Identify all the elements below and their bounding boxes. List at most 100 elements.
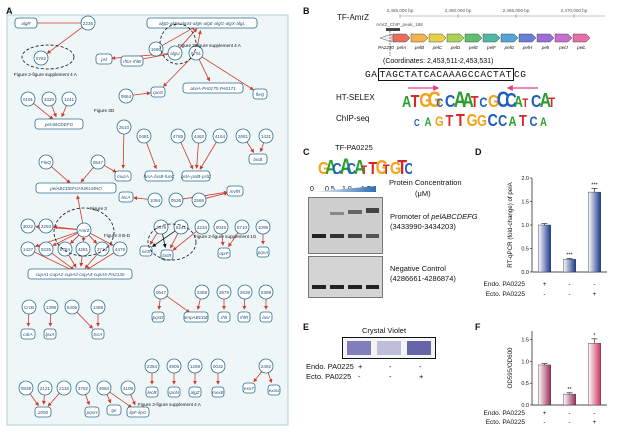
crystal-violet-wells	[342, 337, 436, 359]
row1-label: Endo. PA0225	[484, 410, 526, 417]
node-label: tssA	[94, 332, 103, 337]
neg-label: Negative Control	[390, 264, 446, 273]
node-label: 2235	[83, 21, 94, 26]
gene-label: pelE	[468, 45, 479, 50]
node-n1241: 1241	[62, 92, 76, 106]
row2-sign: -	[568, 419, 570, 426]
gene-arrow	[501, 34, 518, 42]
protein-conc-unit: (μM)	[415, 189, 431, 198]
ht-selex-label: HT-SELEX	[336, 93, 375, 102]
node-lasB2: mvfR	[227, 186, 243, 196]
y-tick-label: 1.0	[521, 359, 529, 365]
node-pqs: pqsA	[257, 247, 269, 257]
node-bottomA: lipF-lipG	[127, 407, 149, 417]
node-label: 1269	[190, 364, 201, 369]
e-row2-sign-1: -	[389, 372, 392, 381]
e-row1-sign-2: -	[419, 362, 422, 371]
pa0225-logo: GACACATTGTGTC	[312, 150, 412, 176]
node-label: 2638	[240, 290, 251, 295]
node-n4108: 4108	[121, 381, 135, 395]
node-hcp: rhlA-rhlB	[121, 56, 143, 66]
node-b5: exoT	[243, 383, 255, 393]
node-algD: algD-alg8-alg44-algK-algE-algG-algX-algL	[147, 18, 257, 28]
row1-sign: +	[543, 281, 547, 288]
node-lasB: lasB	[249, 154, 267, 164]
node-label: 2492	[261, 364, 272, 369]
y-tick-label: 0.5	[521, 381, 529, 387]
node-n0864: 0864	[119, 89, 133, 103]
crystal-violet-title: Crystal Violet	[362, 326, 406, 335]
node-label: 4108	[123, 386, 134, 391]
row1-sign: +	[543, 410, 547, 417]
node-label: 3782	[78, 386, 89, 391]
node-label: cdrA	[23, 332, 32, 337]
node-label: lasR	[162, 253, 172, 258]
node-label: fusA-fusB-fusC	[144, 174, 176, 179]
node-aceK: aceA-PA0170-PA0171	[183, 83, 243, 93]
axis-tick-label: 2,455,000 bp	[387, 8, 414, 13]
node-n2479: 2479	[154, 220, 168, 234]
row2-sign: +	[593, 419, 597, 426]
gene-arrow	[573, 34, 590, 42]
node-b2: rpoN	[168, 387, 180, 397]
row2-sign: -	[543, 419, 545, 426]
node-n1099: 1099	[256, 220, 270, 234]
logo-letter: G	[467, 111, 478, 128]
node-label: 0045	[216, 225, 227, 230]
logo-letter: A	[509, 114, 517, 128]
node-label: oprF	[219, 251, 230, 256]
node-2235: 2235	[81, 16, 95, 30]
node-0791: 0791	[189, 46, 203, 60]
logo-letter: T	[361, 164, 367, 176]
e-row1-sign-1: -	[389, 362, 392, 371]
node-label: lasI	[262, 315, 270, 320]
node-b4: mexE	[212, 387, 225, 397]
node-n2492: 2492	[259, 359, 273, 373]
gene-label: PA2230	[378, 45, 394, 50]
bar	[588, 192, 601, 272]
logo-letter: C	[479, 95, 487, 109]
node-n4479: 4479	[113, 242, 127, 256]
node-label: 0647	[156, 290, 167, 295]
node-n0191: 0191	[21, 92, 35, 106]
gene-arrow	[465, 34, 482, 42]
node-n3459: 3459	[195, 285, 209, 299]
node-lsr: pqsH	[85, 407, 99, 417]
node-label: 2510	[119, 125, 130, 130]
node-label: 0032	[213, 364, 224, 369]
significance-label: **	[567, 387, 572, 393]
node-label: 4281	[78, 247, 89, 252]
node-pslA: psl	[96, 54, 112, 64]
gene-arrow	[429, 34, 446, 42]
axis-tick-label: 2,465,000 bp	[503, 8, 530, 13]
gel-promoter-label: Promoter of pelABCDEFG (3433990-3434203)	[390, 212, 478, 232]
node-fleQ2: FleQ	[39, 155, 53, 169]
node-n0045: 0045	[214, 220, 228, 234]
y-tick-label: 1.5	[521, 200, 529, 206]
row1-sign: -	[593, 410, 595, 417]
chip-seq-label: ChIP-seq	[336, 114, 369, 123]
node-hcpB: tssA	[92, 329, 104, 339]
gene-label: pelD	[450, 45, 461, 50]
node-lecA: lecA	[119, 192, 133, 202]
sequence-suffix: CG	[514, 69, 527, 80]
node-label: 2586	[194, 198, 205, 203]
node-label: 0547	[93, 160, 104, 165]
gene-arrow	[447, 34, 464, 42]
node-b6: exoU	[268, 385, 280, 395]
node-1590: 1590	[149, 42, 163, 56]
node-label: 0191	[23, 97, 34, 102]
node-label: 0481	[139, 134, 150, 139]
node-label: nirS	[142, 249, 151, 254]
node-n1369: 1369	[91, 300, 105, 314]
gene-label: pelC	[432, 45, 443, 50]
node-label: mucA	[117, 174, 129, 179]
gene-label: pelA	[396, 45, 406, 50]
node-label: mvfR	[230, 189, 241, 194]
node-label: exoT	[244, 386, 255, 391]
logo-letter: G	[477, 113, 487, 128]
y-tick-label: 0.5	[521, 247, 529, 253]
